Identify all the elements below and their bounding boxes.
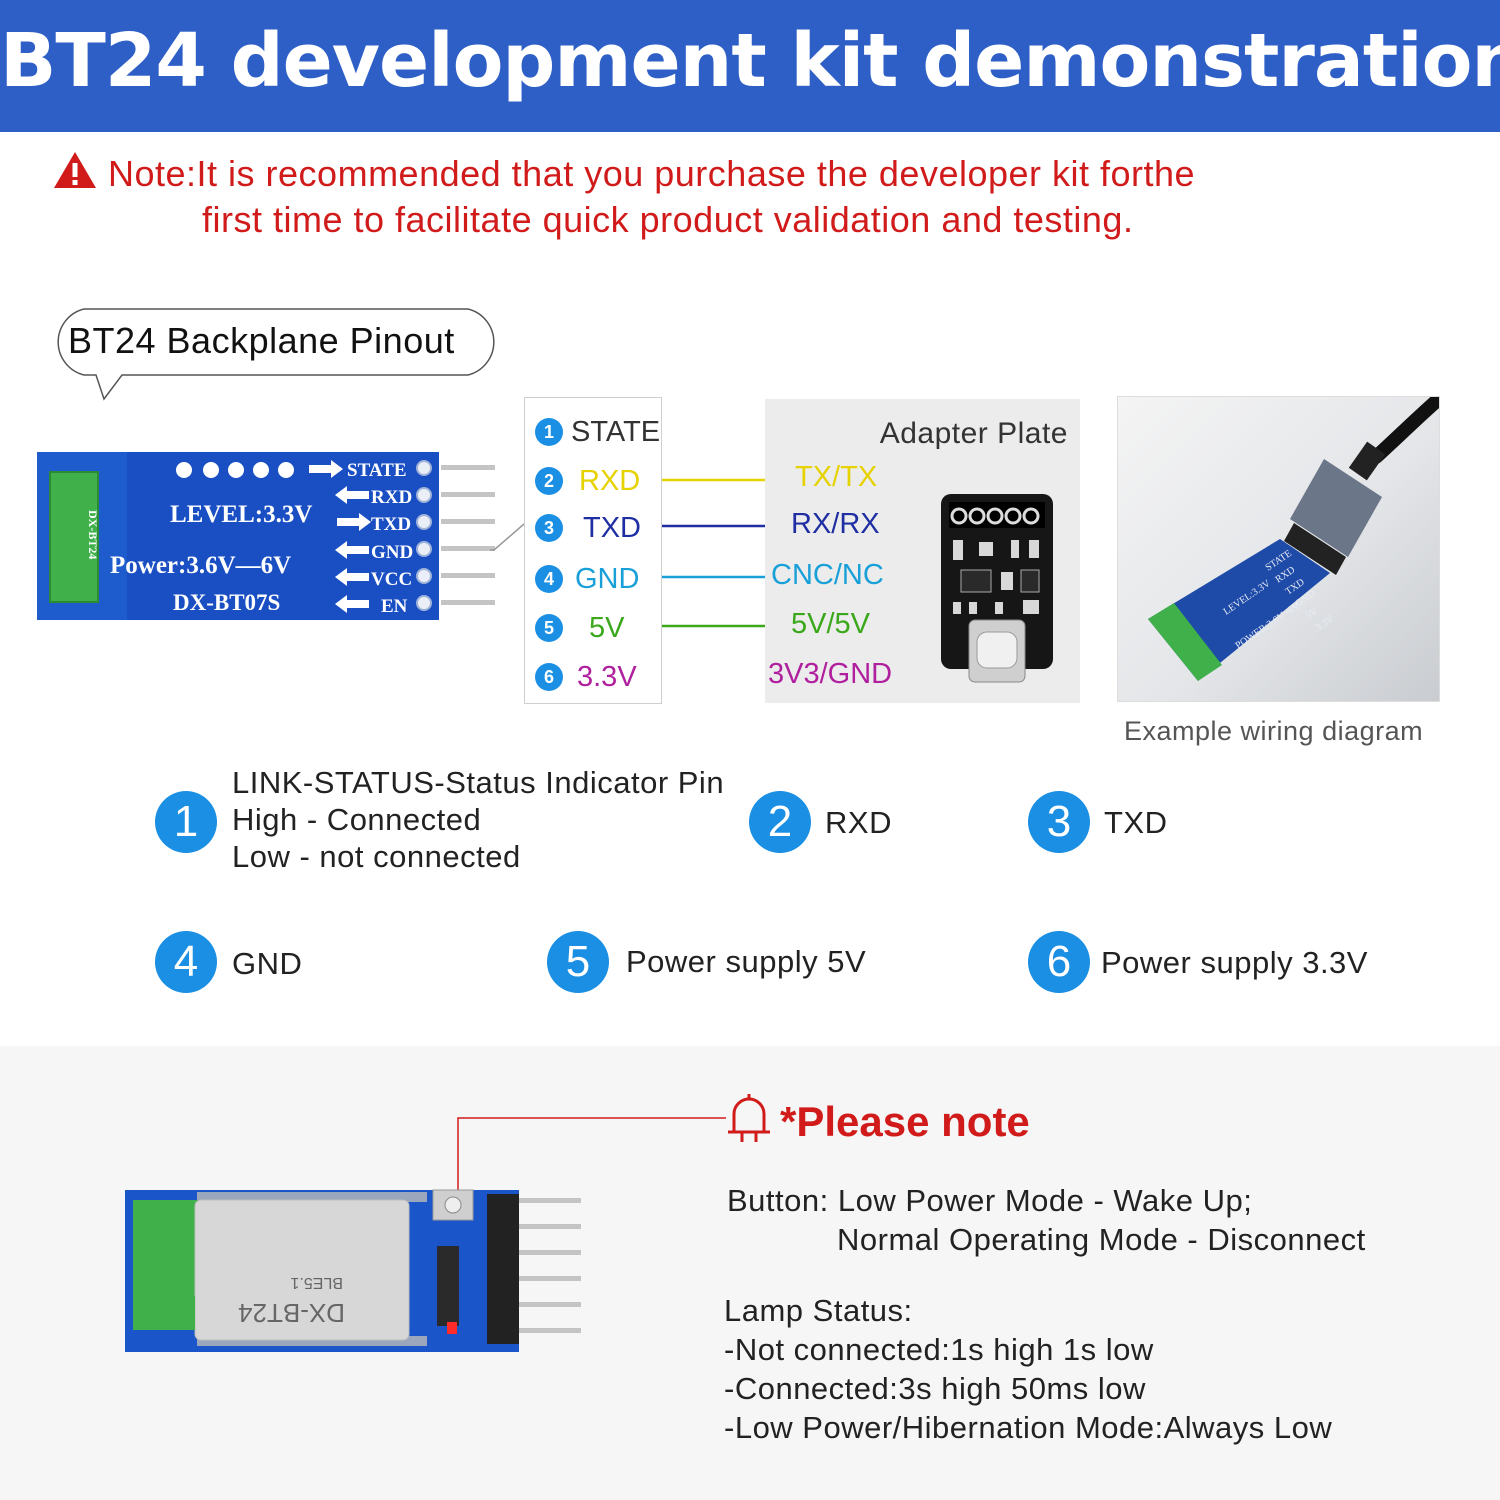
legend-number-6: 6 bbox=[1028, 931, 1090, 993]
antenna-label: DX-BT24 bbox=[86, 510, 100, 559]
pin-number: 2 bbox=[535, 467, 563, 495]
adapter-pin-tx: TX/TX bbox=[795, 461, 878, 493]
board-pin-vcc: VCC bbox=[371, 569, 412, 590]
warning-icon bbox=[54, 152, 96, 188]
button-description-line2: Normal Operating Mode - Disconnect bbox=[837, 1222, 1366, 1257]
board-pin-gnd: GND bbox=[371, 542, 413, 563]
legend-text-3: TXD bbox=[1104, 805, 1168, 840]
callout-title: BT24 Backplane Pinout bbox=[68, 320, 455, 361]
pin-row-3v3: 6 3.3V bbox=[535, 657, 637, 697]
legend-number-3: 3 bbox=[1028, 791, 1090, 853]
pin-holes bbox=[416, 460, 432, 611]
module-version-label: BLE5.1 bbox=[290, 1274, 343, 1291]
adapter-pin-gnd: 3V3/GND bbox=[768, 658, 893, 690]
adapter-board-image bbox=[941, 494, 1053, 683]
pin-bracket bbox=[490, 523, 525, 551]
note-text-line1: Note:It is recommended that you purchase… bbox=[108, 153, 1196, 194]
header-banner bbox=[0, 0, 1500, 132]
pin-label: RXD bbox=[579, 464, 641, 497]
pin-label: 5V bbox=[589, 611, 625, 644]
pin-table: 1 STATE 2 RXD 3 TXD 4 GND 5 5V 6 3.3V bbox=[524, 397, 662, 704]
pin-number: 4 bbox=[535, 565, 563, 593]
example-wiring-photo: LEVEL:3.3V POWER:3.6V~6V STATE RXD TXD G… bbox=[1117, 396, 1440, 702]
alarm-lamp-icon bbox=[728, 1094, 770, 1142]
bt24-module-board: DX-BT24 BLE5.1 bbox=[125, 1189, 581, 1352]
photo-caption: Example wiring diagram bbox=[1124, 716, 1424, 746]
pin-label: 3.3V bbox=[577, 660, 637, 693]
pin-label: STATE bbox=[571, 415, 661, 448]
pin-row-txd: 3 TXD bbox=[535, 508, 641, 548]
lamp-status-low-power: -Low Power/Hibernation Mode:Always Low bbox=[724, 1410, 1333, 1445]
button-label: Button: bbox=[727, 1183, 829, 1218]
board-pin-txd: TXD bbox=[371, 514, 411, 535]
pin-label: TXD bbox=[583, 511, 641, 544]
pin-number: 1 bbox=[535, 418, 563, 446]
board-pin-state: STATE bbox=[347, 460, 407, 481]
legend-text-1b: High - Connected bbox=[232, 802, 482, 837]
button-description-line1: Button: Low Power Mode - Wake Up; bbox=[727, 1183, 1252, 1219]
legend-number-5: 5 bbox=[547, 931, 609, 993]
pin-row-rxd: 2 RXD bbox=[535, 461, 640, 501]
legend-text-2: RXD bbox=[825, 805, 892, 840]
wiring-lines bbox=[662, 478, 766, 628]
legend-number-1: 1 bbox=[155, 791, 217, 853]
legend-text-4: GND bbox=[232, 946, 303, 981]
pin-number: 6 bbox=[535, 663, 563, 691]
legend-text-1a: LINK-STATUS-Status Indicator Pin bbox=[232, 765, 725, 800]
legend-text-6: Power supply 3.3V bbox=[1101, 945, 1368, 980]
pin-label: GND bbox=[575, 562, 640, 595]
lamp-status-not-connected: -Not connected:1s high 1s low bbox=[724, 1332, 1154, 1367]
page-title: BT24 development kit demonstration bbox=[0, 18, 1500, 104]
bt24-backplane-board: DX-BT24 STATE RXD TXD GND VCC EN LEVEL:3… bbox=[37, 452, 495, 620]
callout-bubble bbox=[57, 308, 495, 401]
adapter-plate-panel: Adapter Plate TX/TX RX/RX CNC/NC 5V/5V 3… bbox=[765, 399, 1080, 703]
adapter-title: Adapter Plate bbox=[879, 417, 1068, 450]
pin-number: 3 bbox=[535, 514, 563, 542]
wiring-photo-drawing: LEVEL:3.3V POWER:3.6V~6V STATE RXD TXD G… bbox=[1148, 397, 1439, 681]
button-text: Low Power Mode - Wake Up; bbox=[828, 1183, 1253, 1218]
adapter-pin-nc: CNC/NC bbox=[771, 559, 884, 591]
lamp-status-title: Lamp Status: bbox=[724, 1293, 913, 1328]
board-pin-rxd: RXD bbox=[371, 487, 412, 508]
board-power-label: Power:3.6V—6V bbox=[110, 552, 291, 579]
pin-number: 5 bbox=[535, 614, 563, 642]
pin-row-5v: 5 5V bbox=[535, 608, 624, 648]
pin-row-state: 1 STATE bbox=[535, 412, 660, 452]
legend-text-1c: Low - not connected bbox=[232, 839, 521, 874]
board-level-label: LEVEL:3.3V bbox=[170, 501, 312, 528]
pin-row-gnd: 4 GND bbox=[535, 559, 639, 599]
board-model-label: DX-BT07S bbox=[173, 590, 280, 615]
header-pins bbox=[441, 465, 495, 605]
legend-text-5: Power supply 5V bbox=[626, 944, 867, 979]
legend-number-4: 4 bbox=[155, 931, 217, 993]
pin-arrows bbox=[309, 460, 371, 613]
adapter-pin-5v: 5V/5V bbox=[791, 608, 870, 640]
adapter-pin-rx: RX/RX bbox=[791, 508, 880, 540]
led-dots bbox=[176, 462, 294, 478]
note-text-line2: first time to facilitate quick product v… bbox=[202, 199, 1134, 240]
module-model-label: DX-BT24 bbox=[238, 1298, 345, 1328]
photo-pin-5v: 5V bbox=[1304, 605, 1321, 621]
legend-number-2: 2 bbox=[749, 791, 811, 853]
board-pin-en: EN bbox=[381, 596, 408, 617]
lamp-status-connected: -Connected:3s high 50ms low bbox=[724, 1371, 1146, 1406]
please-note-heading: *Please note bbox=[780, 1098, 1030, 1145]
